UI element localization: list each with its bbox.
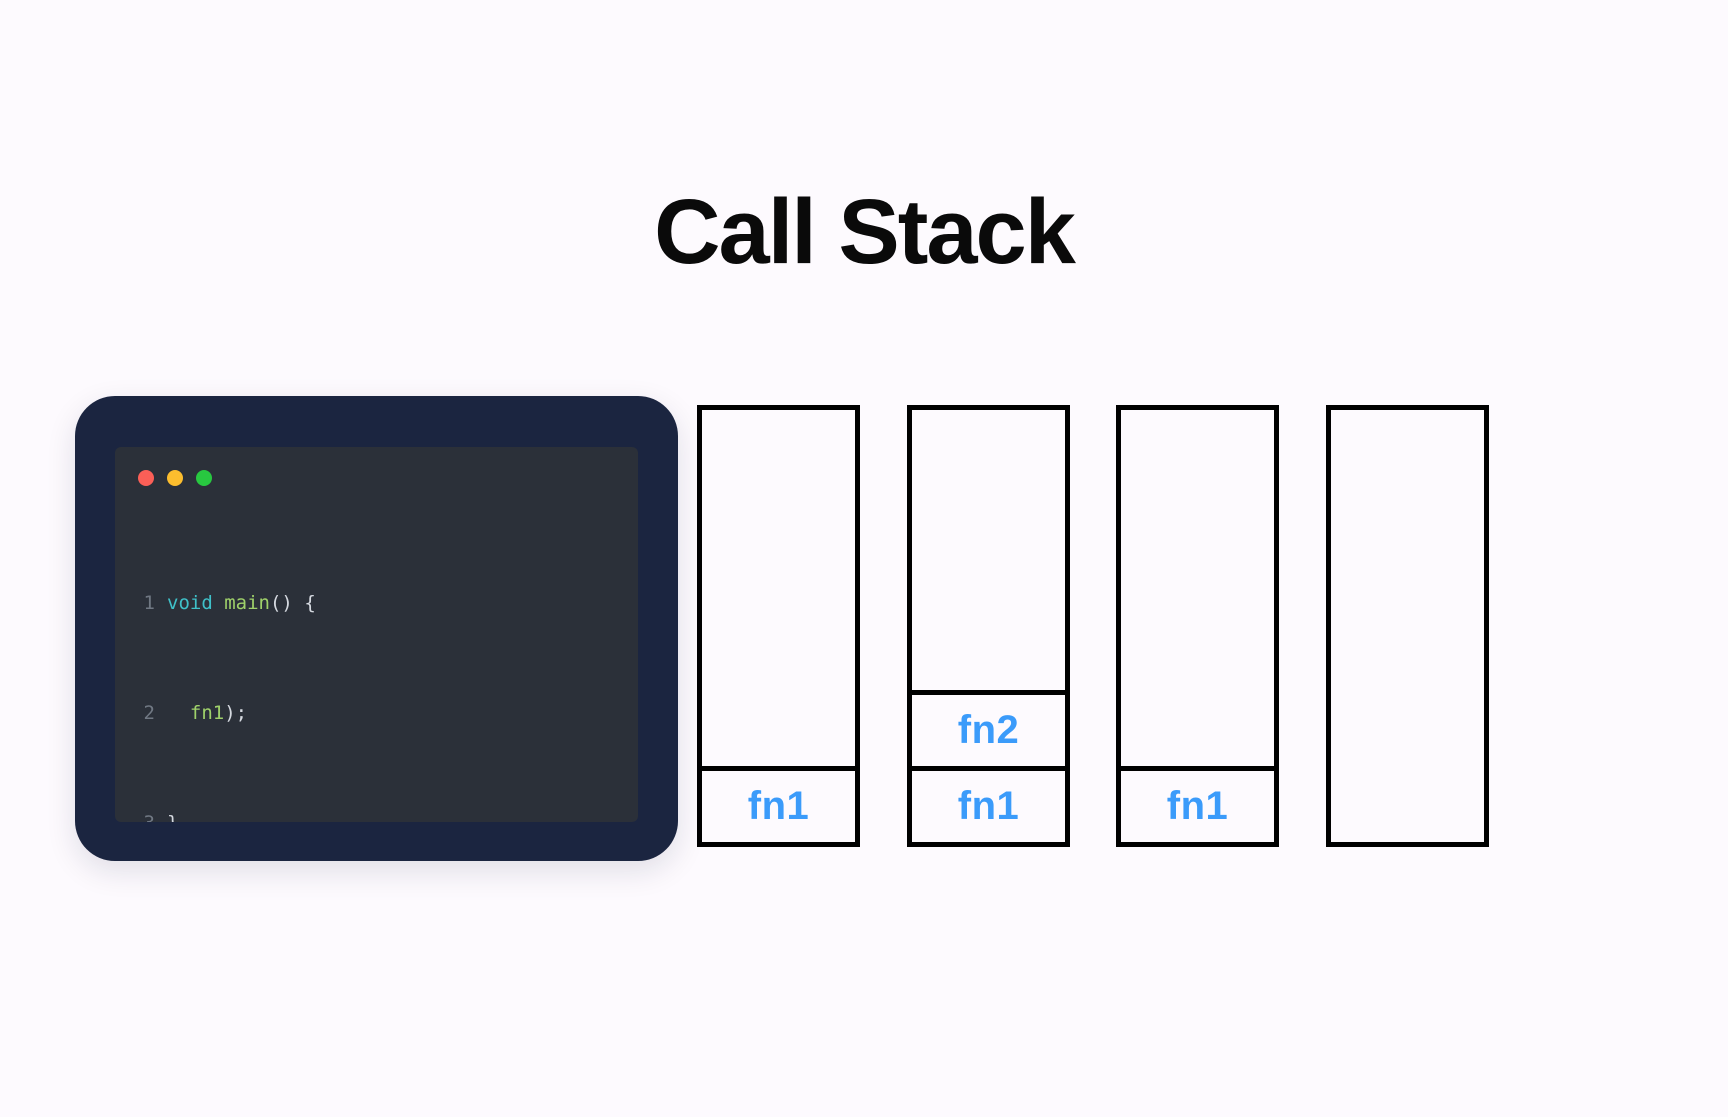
maximize-dot[interactable]	[196, 470, 212, 486]
stack-column-step-3: fn1	[1116, 405, 1279, 847]
token-space	[213, 592, 224, 614]
stack-frame-fn1: fn1	[1121, 766, 1274, 842]
code-line-2: 2 fn1);	[115, 700, 638, 728]
code-line-3: 3}	[115, 810, 638, 823]
stack-frame-fn1: fn1	[702, 766, 855, 842]
stack-column-step-2: fn2 fn1	[907, 405, 1070, 847]
token-brace-open: {	[304, 591, 316, 614]
token-fn-fn1: fn1	[189, 701, 225, 724]
token-brace-close: }	[167, 812, 178, 823]
token-parens: ()	[269, 591, 305, 614]
line-number: 1	[143, 591, 155, 614]
code-line-1: 1 void main() {	[115, 590, 638, 618]
stack-frame-fn1: fn1	[912, 766, 1065, 842]
minimize-dot[interactable]	[167, 470, 183, 486]
stack-column-step-4	[1326, 405, 1489, 847]
stack-frame-fn2: fn2	[912, 690, 1065, 766]
token-call-close: );	[224, 701, 248, 724]
token-indent	[167, 702, 190, 724]
token-keyword-void: void	[167, 591, 213, 614]
stack-column-step-1: fn1	[697, 405, 860, 847]
call-stack-diagram: fn1 fn2 fn1 fn1	[697, 405, 1493, 847]
token-fn-main: main	[224, 591, 270, 614]
close-dot[interactable]	[138, 470, 154, 486]
page-title: Call Stack	[654, 181, 1076, 283]
line-number: 3	[115, 810, 167, 823]
window-controls	[138, 470, 212, 486]
line-number: 2	[143, 701, 155, 724]
